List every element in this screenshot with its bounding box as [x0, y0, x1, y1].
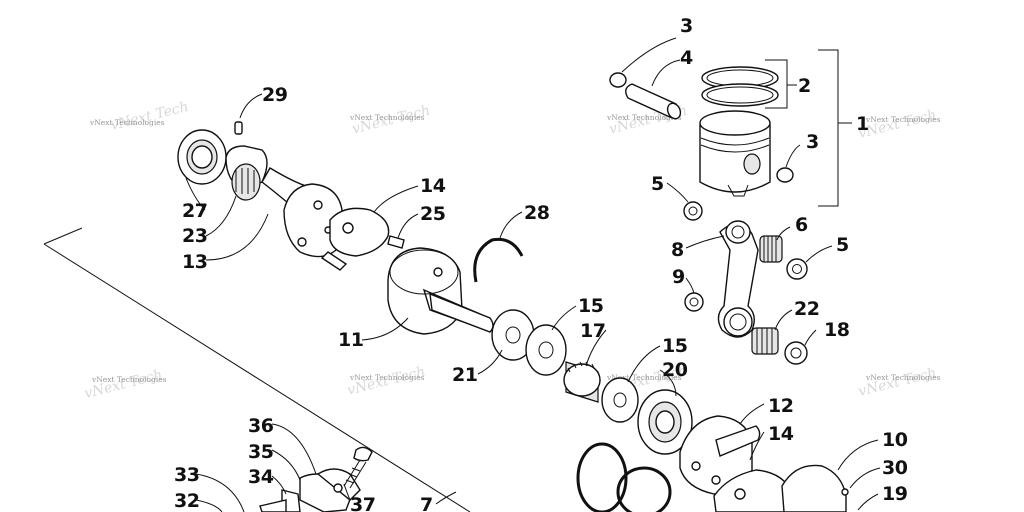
circlip-28	[473, 237, 524, 283]
crankshaft-half-13	[261, 167, 343, 258]
callout-15: 15	[578, 295, 603, 317]
callout-numbers: 3 4 2 1 3 5 6 5 8 9 22 18 29 27 23 13 14…	[174, 15, 908, 512]
callout-4: 4	[680, 47, 693, 69]
watermark: vNext Technologies	[89, 118, 165, 127]
bearing-23	[225, 145, 268, 201]
bracket-1	[818, 49, 852, 207]
callout-25: 25	[420, 203, 445, 225]
callout-22: 22	[794, 298, 819, 320]
leader-lines	[185, 37, 881, 512]
callout-3: 3	[680, 15, 693, 37]
washer-5-top	[683, 201, 703, 221]
assembly-axis-line	[43, 227, 471, 512]
parts	[43, 49, 852, 512]
callout-34: 34	[248, 466, 274, 488]
callout-19: 19	[882, 483, 907, 505]
crank-web-14	[320, 207, 390, 271]
callout-35: 35	[248, 441, 273, 463]
callout-29: 29	[262, 84, 287, 106]
callout-9: 9	[672, 266, 685, 288]
flange-parts-lower	[259, 468, 361, 512]
callout-30: 30	[882, 457, 908, 479]
svg-text:vNext Tech: vNext Tech	[83, 367, 164, 402]
callout-8: 8	[671, 239, 684, 261]
piston	[699, 110, 771, 197]
callout-33: 33	[174, 464, 199, 486]
flywheel-10	[781, 464, 847, 512]
bracket-2	[765, 59, 797, 109]
callout-23: 23	[182, 225, 207, 247]
callout-11: 11	[338, 329, 363, 351]
watermark: vNext Technologies	[349, 373, 425, 382]
dowel-pin-29	[234, 121, 243, 135]
callout-7: 7	[420, 494, 433, 512]
gear-17	[563, 361, 601, 403]
callout-13: 13	[182, 251, 207, 273]
piston-rings	[701, 66, 779, 107]
crank-web-14-b	[713, 469, 793, 512]
circlip-right	[776, 167, 794, 183]
watermark: vNext Technologies	[91, 375, 167, 384]
callout-36: 36	[248, 415, 274, 437]
watermark: vNext Technologies	[349, 113, 425, 122]
washer-5-right	[786, 258, 808, 280]
watermark: vNext Technologies	[606, 373, 682, 382]
bolt-37	[343, 446, 373, 489]
callout-18: 18	[824, 319, 850, 341]
needle-bearing-6	[759, 235, 783, 263]
watermark: vNext Technologies	[606, 113, 682, 122]
screw-25	[387, 235, 405, 249]
washer-18	[784, 341, 808, 365]
watermark: vNext Technologies	[865, 115, 941, 124]
svg-text:vNext Tech: vNext Tech	[109, 99, 190, 134]
callout-17: 17	[580, 320, 605, 342]
watermark: vNext Technologies	[865, 373, 941, 382]
callout-14: 14	[420, 175, 446, 197]
svg-text:vNext Tech: vNext Tech	[857, 107, 938, 142]
connecting-rod	[717, 220, 759, 338]
callout-1: 1	[856, 113, 869, 135]
key-30	[841, 488, 849, 496]
callout-3-right: 3	[806, 131, 819, 153]
svg-text:vNext Tech: vNext Tech	[857, 365, 938, 400]
callout-14-b: 14	[768, 423, 794, 445]
callout-6: 6	[795, 214, 808, 236]
callout-12: 12	[768, 395, 793, 417]
snap-rings-lower	[576, 442, 672, 512]
needle-bearing-22	[751, 327, 779, 355]
callout-32: 32	[174, 490, 199, 512]
bearing-20	[637, 389, 693, 455]
seal-27	[177, 129, 227, 185]
callout-15-b: 15	[662, 335, 687, 357]
callout-5: 5	[651, 173, 664, 195]
washer-9	[684, 292, 704, 312]
washer-15-b	[601, 377, 639, 423]
callout-2: 2	[798, 75, 811, 97]
callout-37: 37	[350, 494, 375, 512]
callout-21: 21	[452, 364, 477, 386]
washer-15-a	[525, 324, 567, 376]
callout-27: 27	[182, 200, 207, 222]
callout-20: 20	[662, 359, 688, 381]
circlip-top	[609, 72, 627, 88]
crankshaft-half-12	[679, 415, 761, 495]
callout-28: 28	[524, 202, 550, 224]
wrist-pin	[625, 83, 682, 120]
callout-10: 10	[882, 429, 908, 451]
callout-5-right: 5	[836, 234, 849, 256]
